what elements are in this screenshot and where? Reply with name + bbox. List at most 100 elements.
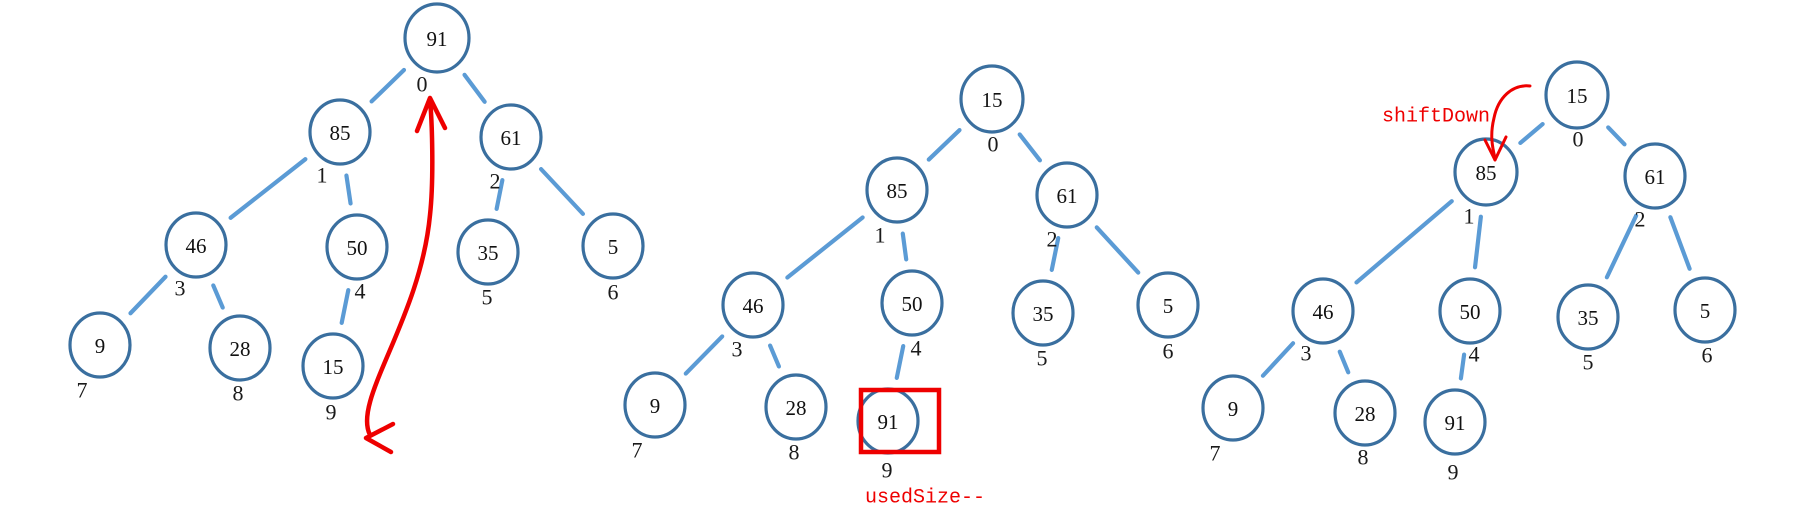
- tree-edge: [1017, 132, 1043, 163]
- node-circle[interactable]: [1673, 276, 1737, 344]
- node-value: 5: [1163, 294, 1174, 318]
- tree-node[interactable]: 56: [581, 212, 645, 305]
- tree-edge: [926, 128, 962, 162]
- node-circle[interactable]: [1136, 271, 1200, 339]
- node-index-label: 8: [233, 381, 244, 406]
- node-circle[interactable]: [68, 311, 132, 379]
- tree-node[interactable]: 150: [1544, 60, 1610, 152]
- tree-node[interactable]: 504: [325, 213, 389, 304]
- tree-node[interactable]: 56: [1136, 271, 1200, 364]
- node-index-label: 4: [911, 336, 922, 361]
- node-value: 28: [1355, 402, 1376, 426]
- tree-edge: [538, 167, 586, 216]
- tree-edge: [767, 343, 782, 369]
- tree-node[interactable]: 463: [1291, 277, 1355, 366]
- tree-node[interactable]: 288: [764, 373, 828, 465]
- tree-node[interactable]: 97: [623, 371, 687, 463]
- tree-node[interactable]: 463: [164, 211, 228, 301]
- node-circle[interactable]: [1201, 374, 1265, 442]
- node-circle[interactable]: [456, 218, 520, 286]
- node-value: 5: [608, 235, 619, 259]
- tree-node[interactable]: 159: [301, 332, 365, 425]
- node-value: 61: [501, 126, 522, 150]
- node-value: 9: [1228, 397, 1239, 421]
- node-circle[interactable]: [880, 269, 944, 337]
- tree-node[interactable]: 355: [1011, 279, 1075, 371]
- node-index-label: 5: [482, 285, 493, 310]
- tree-node[interactable]: 504: [1438, 277, 1502, 367]
- tree-node[interactable]: 56: [1673, 276, 1737, 368]
- node-value: 85: [330, 121, 351, 145]
- node-index-label: 2: [490, 169, 501, 194]
- node-index-label: 9: [882, 458, 893, 483]
- tree-node[interactable]: 355: [1556, 283, 1620, 375]
- node-circle[interactable]: [403, 2, 471, 74]
- node-circle[interactable]: [164, 211, 228, 279]
- node-index-label: 7: [1210, 441, 1221, 466]
- tree-node[interactable]: 851: [308, 98, 372, 188]
- tree-node[interactable]: 919: [856, 387, 920, 483]
- node-index-label: 8: [789, 440, 800, 465]
- swap-arrowhead-up: [414, 95, 448, 134]
- node-circle[interactable]: [1291, 277, 1355, 345]
- node-circle[interactable]: [1035, 161, 1099, 229]
- node-index-label: 7: [77, 378, 88, 403]
- node-circle[interactable]: [308, 98, 372, 166]
- tree-edge: [344, 173, 353, 206]
- tree-node[interactable]: 851: [1453, 137, 1519, 229]
- node-value: 50: [347, 236, 368, 260]
- node-circle[interactable]: [1011, 279, 1075, 347]
- node-index-label: 8: [1358, 445, 1369, 470]
- tree-node[interactable]: 150: [959, 64, 1025, 157]
- node-circle[interactable]: [479, 103, 543, 171]
- node-circle[interactable]: [325, 213, 389, 281]
- tree-node[interactable]: 910: [403, 2, 471, 97]
- tree-node[interactable]: 612: [479, 103, 543, 194]
- usedsize-label: usedSize--: [865, 487, 985, 508]
- node-circle[interactable]: [1623, 142, 1687, 210]
- node-index-label: 0: [988, 132, 999, 157]
- tree-node[interactable]: 612: [1623, 142, 1687, 232]
- node-circle[interactable]: [865, 156, 929, 224]
- shiftdown-arrowhead: [1483, 135, 1508, 162]
- node-value: 35: [478, 241, 499, 265]
- swap-double-arrow: [363, 95, 448, 455]
- node-circle[interactable]: [1333, 379, 1397, 447]
- node-circle[interactable]: [1544, 60, 1610, 130]
- tree-node[interactable]: 919: [1423, 388, 1487, 485]
- tree-node[interactable]: 463: [721, 271, 785, 362]
- node-circle[interactable]: [301, 332, 365, 400]
- tree-edge: [1260, 341, 1296, 378]
- tree-node[interactable]: 504: [880, 269, 944, 361]
- node-circle[interactable]: [623, 371, 687, 439]
- tree-node[interactable]: 97: [68, 311, 132, 403]
- swap-arrow-path: [364, 97, 435, 438]
- tree-edge: [494, 178, 505, 211]
- tree-node[interactable]: 851: [865, 156, 929, 248]
- tree-node[interactable]: 35 5: [456, 218, 520, 310]
- node-circle[interactable]: [721, 271, 785, 339]
- node-value: 35: [1578, 306, 1599, 330]
- node-index-label: 5: [1037, 346, 1048, 371]
- tree-node[interactable]: 288: [208, 314, 272, 406]
- tree-edge: [1668, 215, 1692, 271]
- node-index-label: 2: [1047, 227, 1058, 252]
- node-circle[interactable]: [1423, 388, 1487, 456]
- node-circle[interactable]: [1556, 283, 1620, 351]
- node-value: 15: [323, 355, 344, 379]
- node-circle[interactable]: [581, 212, 645, 280]
- node-circle[interactable]: [959, 64, 1025, 134]
- usedsize-highlight-box: [858, 387, 942, 455]
- node-value: 46: [1313, 300, 1334, 324]
- node-circle[interactable]: [764, 373, 828, 441]
- tree-node[interactable]: 612: [1035, 161, 1099, 252]
- node-circle[interactable]: [208, 314, 272, 382]
- node-value: 9: [95, 334, 106, 358]
- node-circle[interactable]: [1438, 277, 1502, 345]
- node-value: 46: [743, 294, 764, 318]
- tree-node[interactable]: 28 8: [1333, 379, 1397, 470]
- tree-node[interactable]: 97: [1201, 374, 1265, 466]
